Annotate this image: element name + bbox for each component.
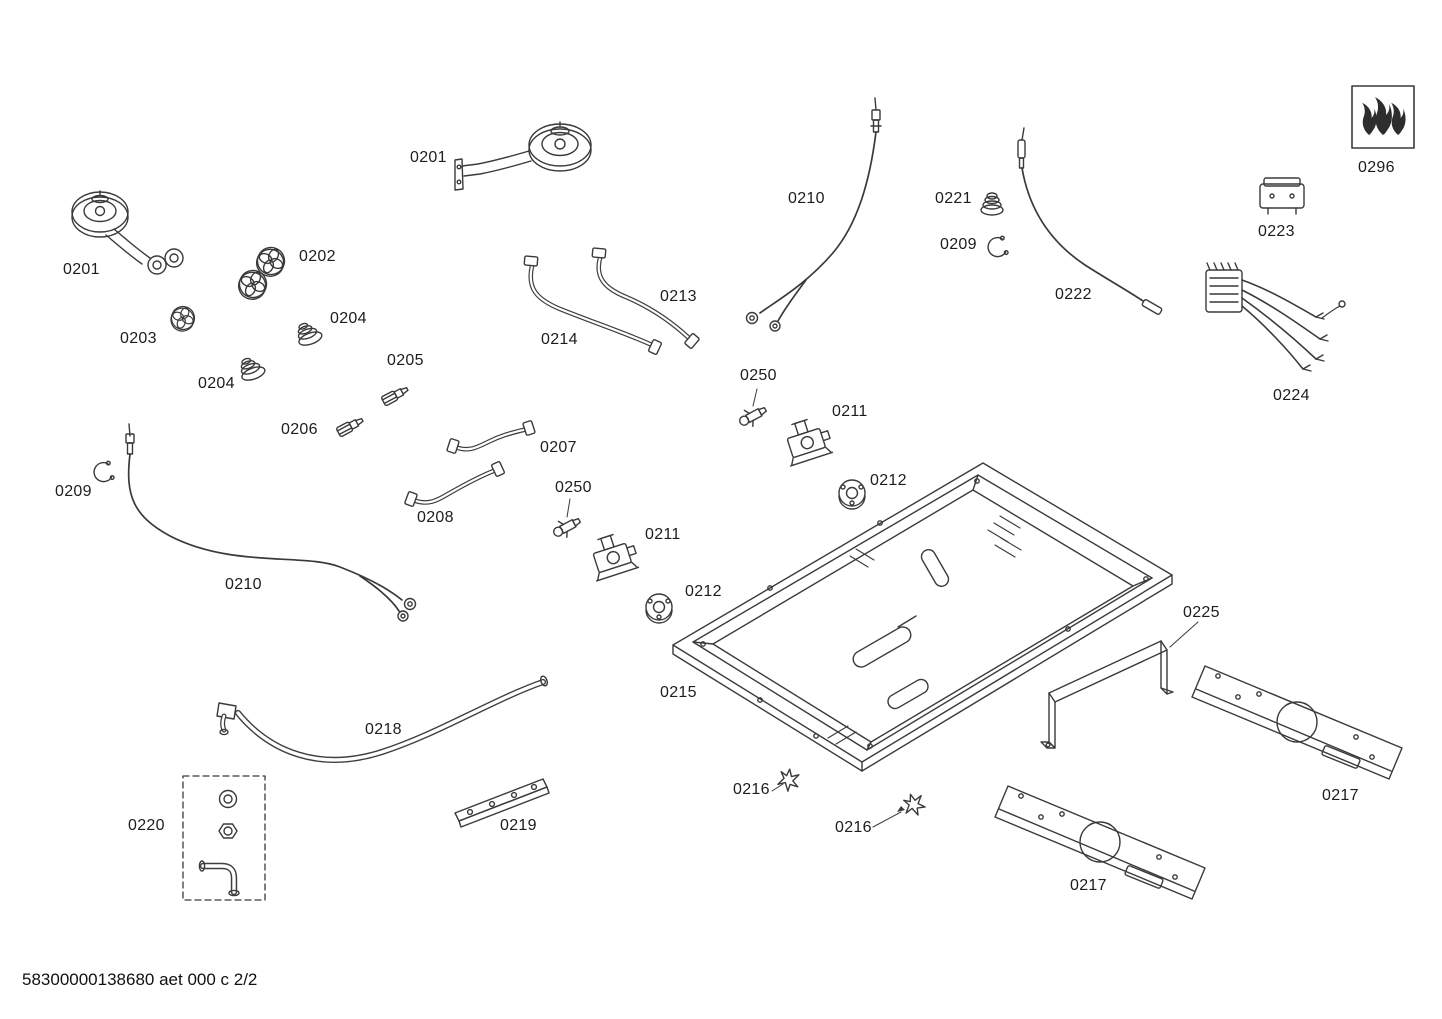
ignition-cable-top — [745, 97, 882, 332]
gas-tube-0214 — [523, 255, 663, 356]
circlip-0209-right — [985, 234, 1010, 260]
circlip-0209-left — [91, 459, 116, 485]
burner-ring-0202 — [233, 242, 290, 305]
switch-box-0223 — [1259, 177, 1305, 215]
support-bracket-0225 — [1040, 621, 1199, 749]
burner-ring-0203 — [167, 302, 199, 335]
gas-valve-0211-b — [583, 528, 642, 582]
burner-cup-0212-b — [645, 593, 673, 624]
nozzle-0205 — [380, 383, 411, 407]
gas-pipe-0218 — [216, 675, 548, 763]
main-pan-0215 — [672, 462, 1173, 772]
gas-tube-0213 — [591, 247, 701, 350]
panel-0217-bottom — [994, 785, 1206, 900]
ignition-cable-left — [125, 423, 417, 622]
spring-0204-b — [235, 353, 268, 384]
spring-0204-a — [292, 318, 325, 349]
electrode-cable-0222 — [1017, 127, 1163, 315]
clip-0216-a — [776, 766, 802, 794]
kit-0220 — [182, 775, 266, 901]
burner-assembly-top — [454, 121, 592, 191]
wiring-harness-0224 — [1205, 262, 1346, 372]
gas-valve-0211-a — [777, 413, 836, 467]
clip-0216-b — [901, 790, 928, 819]
nozzle-0206 — [335, 414, 366, 438]
spring-0221 — [980, 192, 1004, 216]
flame-icon — [1351, 85, 1415, 149]
burner-assembly-left — [71, 190, 184, 275]
gas-tube-0208 — [403, 460, 506, 508]
burner-cup-0212-a — [838, 479, 866, 510]
bracket-0219 — [454, 778, 550, 828]
gas-tube-0207 — [446, 419, 536, 455]
document-number: 58300000138680 aet 000 c 2/2 — [22, 970, 258, 989]
panel-0217-right — [1191, 665, 1403, 780]
